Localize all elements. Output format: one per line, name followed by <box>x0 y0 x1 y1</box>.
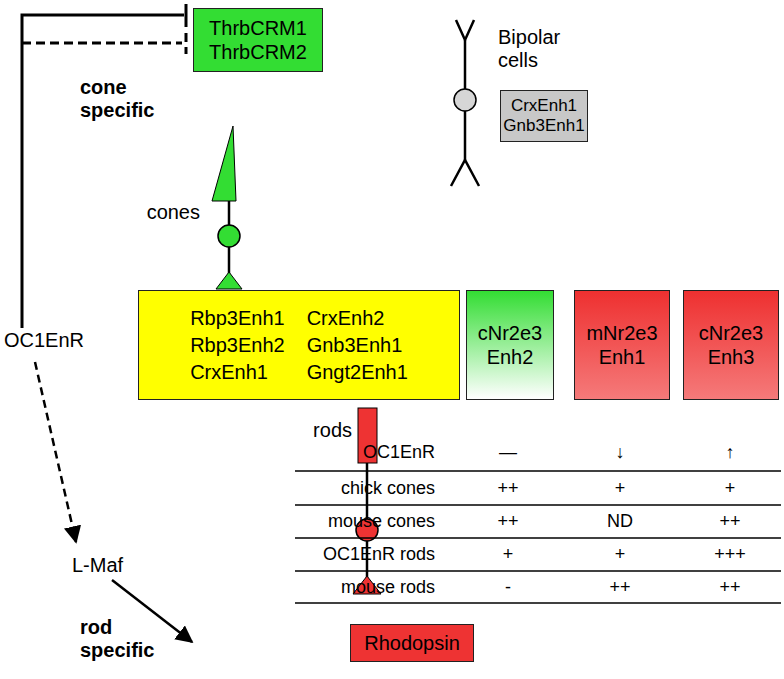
inhibition-line <box>22 4 186 328</box>
group-label: cone specific <box>80 76 200 122</box>
group-label: rod specific <box>80 616 180 662</box>
table-cell: - <box>505 577 511 598</box>
enhancer-name: Rbp3Enh2 <box>190 333 285 357</box>
enhancer-name: cNr2e3 Enh2 <box>473 321 547 369</box>
table-cell: + <box>503 544 514 565</box>
enhancer-name: cNr2e3 Enh3 <box>690 321 772 369</box>
factor-label: OC1EnR <box>4 329 84 352</box>
enhancer-name: CrxEnh1 <box>190 360 285 384</box>
rod-gene-box: Rhodopsin <box>350 624 474 662</box>
activation-arrow-dashed <box>35 362 76 542</box>
enhancer-box: cNr2e3 Enh3 <box>683 290 779 400</box>
table-row-label: mouse cones <box>328 511 435 532</box>
cone-enhancer-box: ThrbCRM1ThrbCRM2 <box>193 8 323 72</box>
table-cell: + <box>615 478 626 499</box>
table-cell: ++ <box>609 577 630 598</box>
enhancer-name: Gnb3Enh1 <box>503 116 584 136</box>
table-cell: ++ <box>719 511 740 532</box>
table-cell: ND <box>607 511 633 532</box>
table-rule <box>295 471 781 603</box>
inhibition-line-dashed <box>22 33 186 54</box>
enhancer-name: Rhodopsin <box>364 631 460 655</box>
cone-cell <box>212 126 242 289</box>
table-cell: ++ <box>497 478 518 499</box>
bipolar-cell <box>451 20 479 186</box>
enhancer-name: CrxEnh1 <box>511 96 577 116</box>
table-header: — <box>499 442 517 463</box>
enhancer-name: Rbp3Enh1 <box>190 306 285 330</box>
enhancer-name: Gngt2Enh1 <box>307 360 408 384</box>
enhancer-name: CrxEnh2 <box>307 306 408 330</box>
cell-label: cones <box>147 201 200 224</box>
table-cell: +++ <box>714 544 746 565</box>
table-header: OC1EnR <box>363 442 435 463</box>
table-cell: ++ <box>719 577 740 598</box>
table-row-label: OC1EnR rods <box>323 544 435 565</box>
activation-arrow <box>112 580 192 642</box>
factor-label: L-Maf <box>72 554 123 577</box>
table-header: ↓ <box>616 442 625 463</box>
enhancer-name: mNr2e3 Enh1 <box>581 321 663 369</box>
enhancer-name: ThrbCRM2 <box>209 40 307 64</box>
enhancer-name: Gnb3Enh1 <box>307 333 408 357</box>
rod-cell <box>353 408 381 594</box>
enhancer-box: cNr2e3 Enh2 <box>466 290 554 400</box>
table-cell: + <box>615 544 626 565</box>
table-cell: + <box>725 478 736 499</box>
enhancer-box: mNr2e3 Enh1 <box>574 290 670 400</box>
table-header: ↑ <box>726 442 735 463</box>
table-cell: ++ <box>497 511 518 532</box>
table-row-label: chick cones <box>341 478 435 499</box>
enhancer-name: ThrbCRM1 <box>209 16 307 40</box>
table-row-label: mouse rods <box>341 577 435 598</box>
cell-label: rods <box>313 419 352 442</box>
shared-enhancer-box: Rbp3Enh1 CrxEnh2Rbp3Enh2 Gnb3Enh1CrxEnh1 Gn… <box>138 290 460 400</box>
bipolar-enhancer-box: CrxEnh1Gnb3Enh1 <box>500 90 588 142</box>
cell-label: Bipolar cells <box>498 26 568 72</box>
